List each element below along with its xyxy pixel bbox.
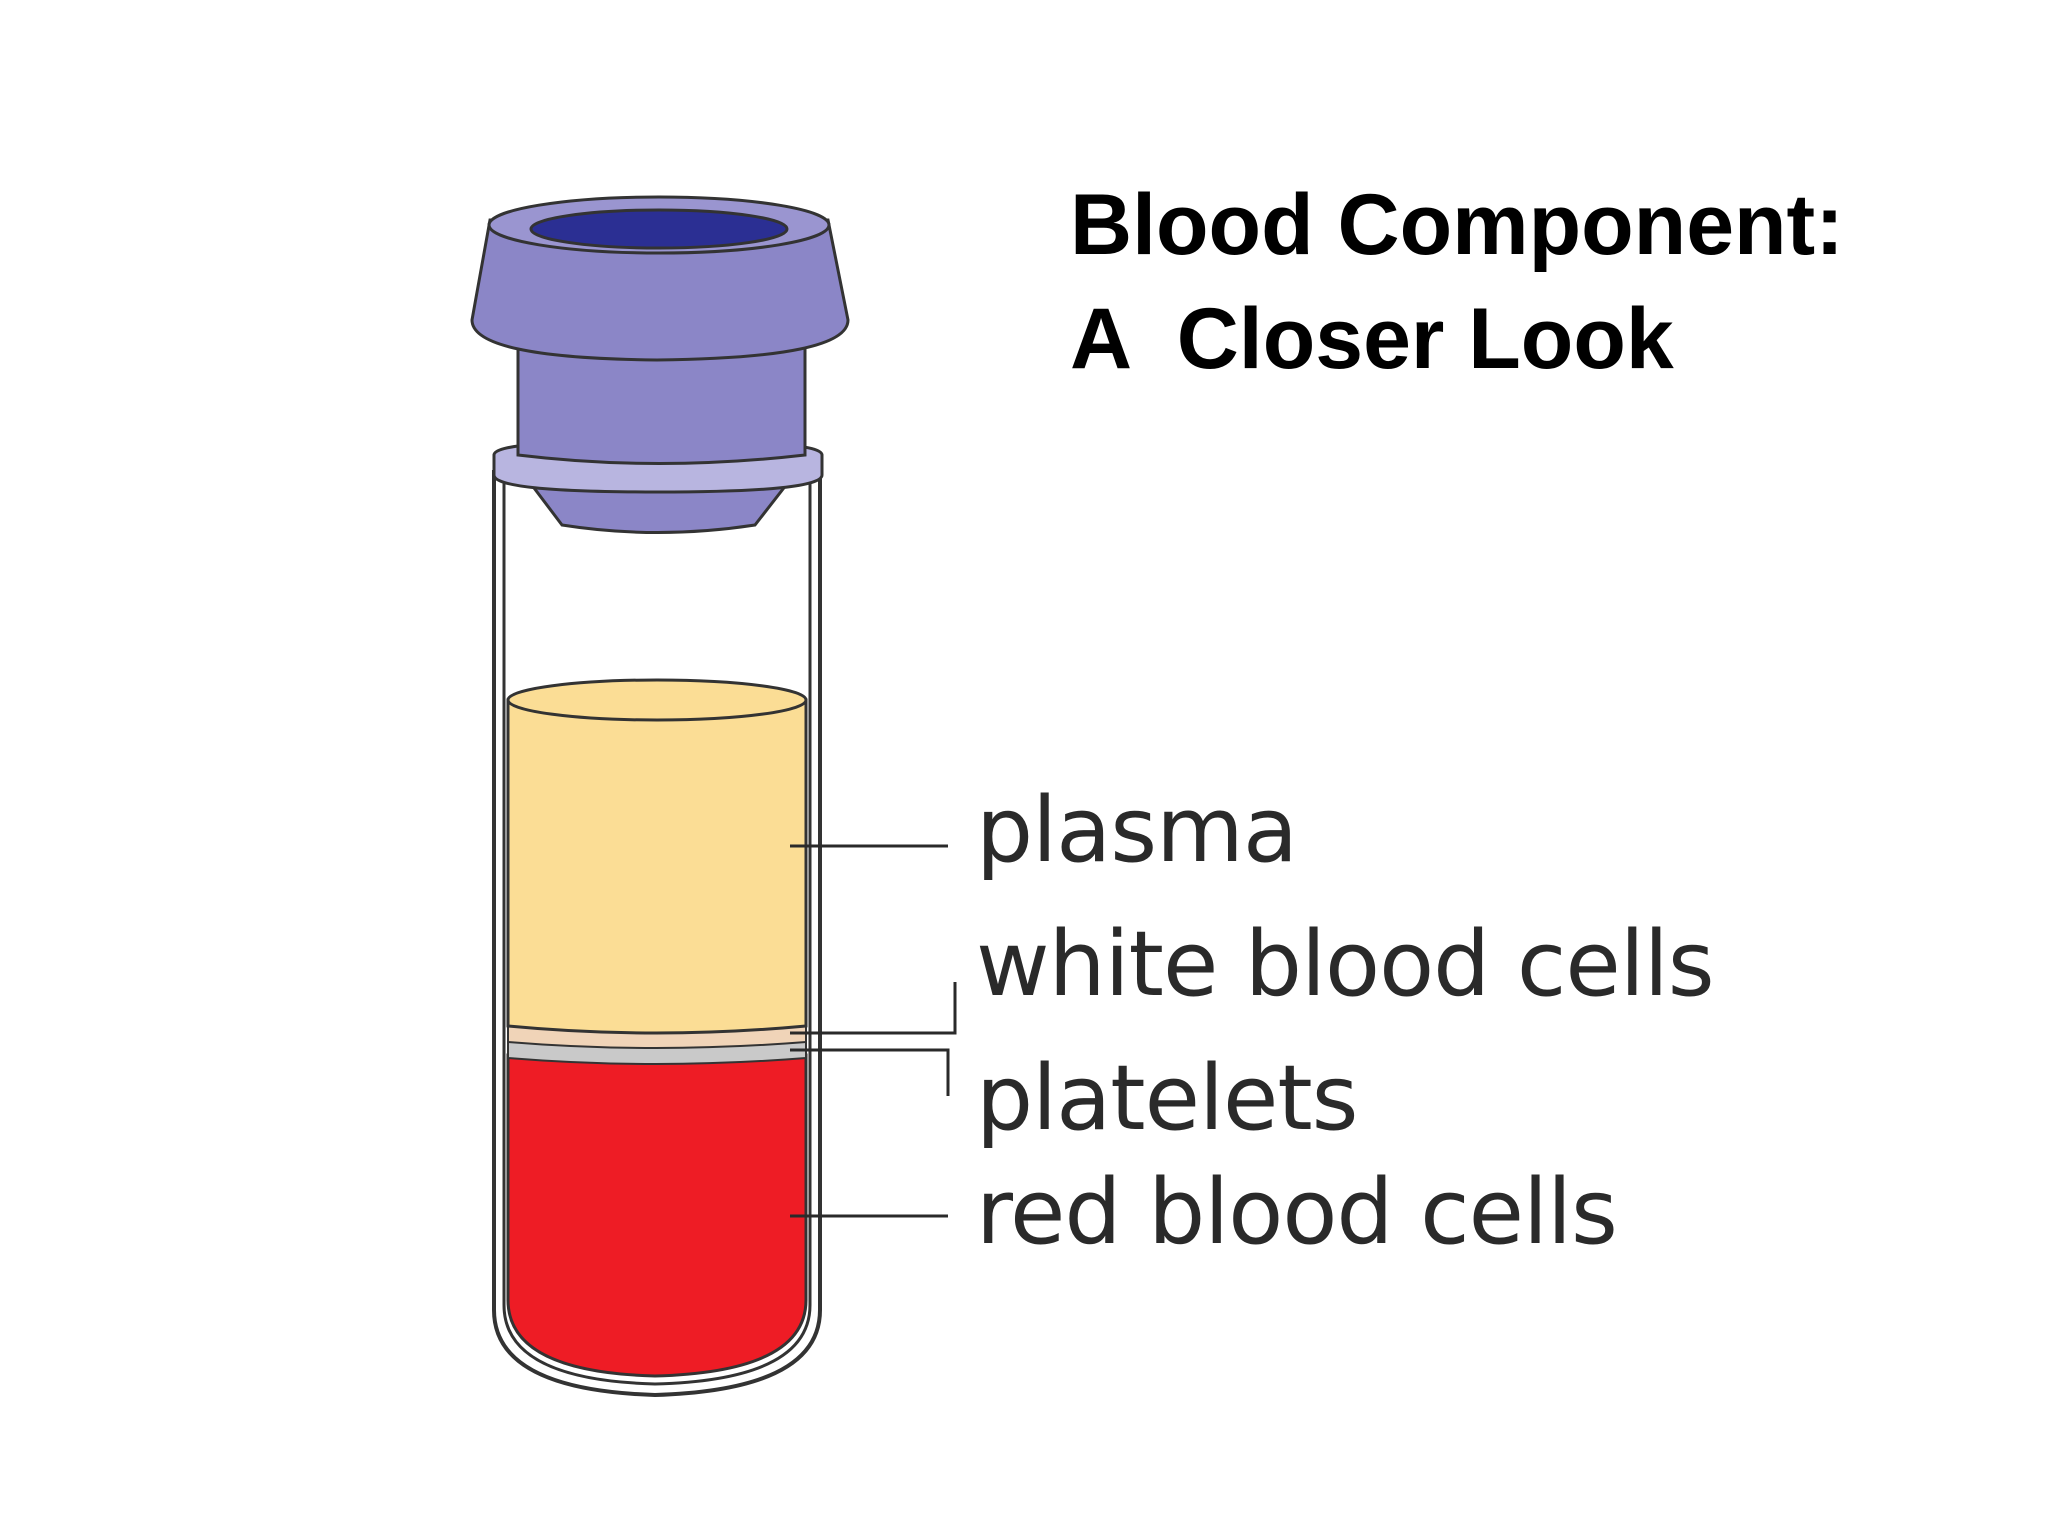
plasma-layer [506,698,808,1035]
title-line-2: A Closer Look [1070,291,1674,387]
title-line-1: Blood Component: [1070,177,1844,273]
white-blood-cells-label: white blood cells [976,912,1715,1017]
cap-opening [529,208,789,250]
test-tube-inner-wall [502,470,812,1386]
red-blood-cells-label: red blood cells [976,1160,1618,1265]
red-blood-cells-layer [506,1053,808,1378]
platelets-leader-line [790,1048,950,1096]
plasma-surface [506,678,808,722]
cap-body [516,343,807,465]
cap-flange [470,218,850,362]
cap-plug [524,478,794,534]
plasma-label: plasma [976,778,1298,883]
platelets-label: platelets [976,1046,1358,1151]
white-blood-cells-leader-line [790,982,957,1035]
